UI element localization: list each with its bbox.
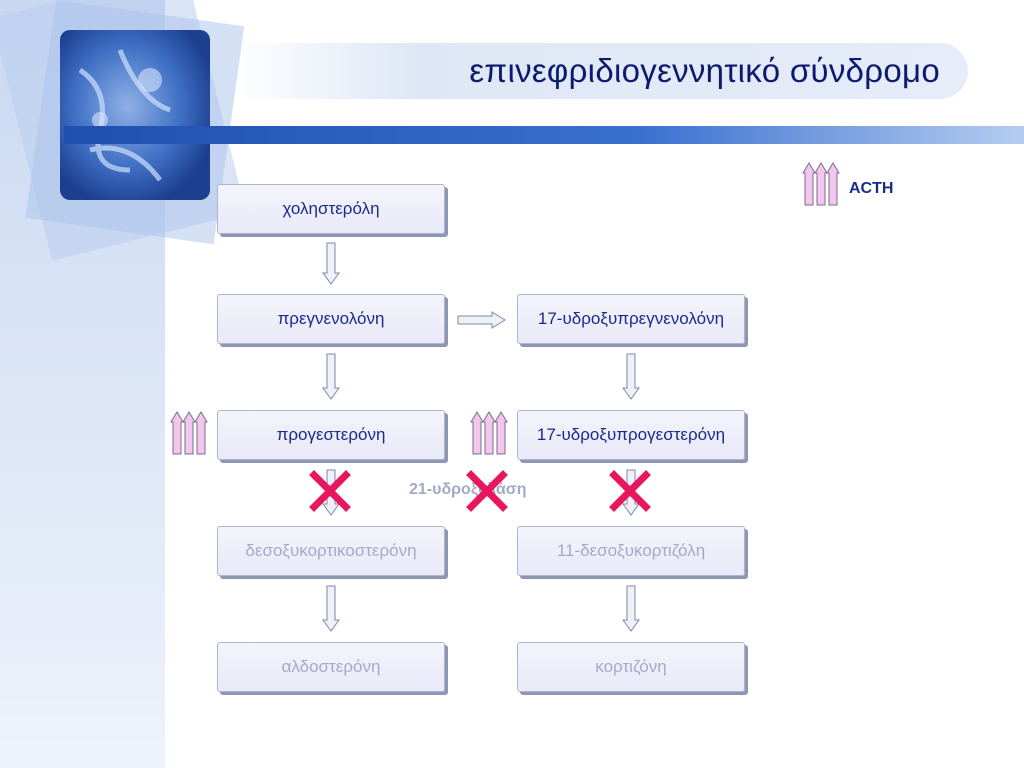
- increase-arrows-icon: [170, 411, 208, 455]
- down-arrow-icon: [322, 585, 340, 632]
- hydroxyprogesterone-box: 17-υδροξυπρογεστερόνη: [517, 410, 745, 460]
- block-cross-icon: [466, 470, 508, 512]
- down-arrow-icon: [322, 353, 340, 400]
- page-title: επινεφριδιογεννητικό σύνδρομο: [469, 52, 940, 89]
- deoxycortisol-box: 11-δεσοξυκορτιζόλη: [517, 526, 745, 576]
- deoxycorticosterone-box: δεσοξυκορτικοστερόνη: [217, 526, 445, 576]
- acth-label: ACTH: [849, 180, 894, 197]
- cortisone-box: κορτιζόνη: [517, 642, 745, 692]
- right-arrow-icon: [457, 311, 506, 329]
- title-underline: [64, 126, 1024, 144]
- down-arrow-icon: [322, 242, 340, 285]
- decorative-cell-image: [0, 0, 247, 260]
- acth-increase-icon: [802, 162, 840, 206]
- progesterone-box: προγεστερόνη: [217, 410, 445, 460]
- title-bar: [230, 43, 968, 99]
- down-arrow-icon: [622, 353, 640, 400]
- hydroxypregnenolone-box: 17-υδροξυπρεγνενολόνη: [517, 294, 745, 344]
- cholesterol-box: χοληστερόλη: [217, 184, 445, 234]
- increase-arrows-icon: [470, 411, 508, 455]
- down-arrow-icon: [622, 585, 640, 632]
- pregnenolone-box: πρεγνενολόνη: [217, 294, 445, 344]
- aldosterone-box: αλδοστερόνη: [217, 642, 445, 692]
- block-cross-icon: [609, 470, 651, 512]
- block-cross-icon: [309, 470, 351, 512]
